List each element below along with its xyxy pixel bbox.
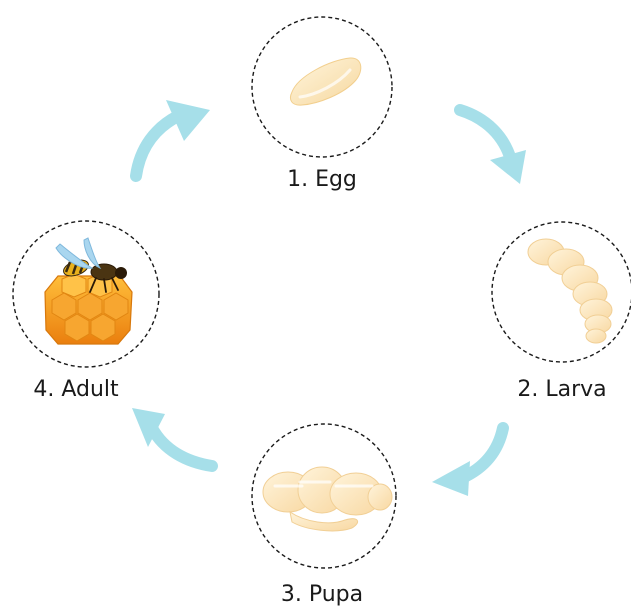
larva-stage-label: 2. Larva [517,377,606,402]
adult-stage-label: 4. Adult [33,377,118,402]
arrow-egg-to-larva [460,110,526,184]
pupa-stage-label: 3. Pupa [281,582,363,607]
egg-stage-label: 1. Egg [287,167,357,192]
stage-larva [492,222,631,362]
larva-stage-circle [492,222,631,362]
stage-egg [252,17,392,157]
arrow-adult-to-egg [136,100,210,176]
stage-pupa [252,424,396,568]
arrow-pupa-to-adult [132,408,212,466]
arrow-larva-to-pupa [432,428,503,496]
stage-adult [13,221,159,367]
